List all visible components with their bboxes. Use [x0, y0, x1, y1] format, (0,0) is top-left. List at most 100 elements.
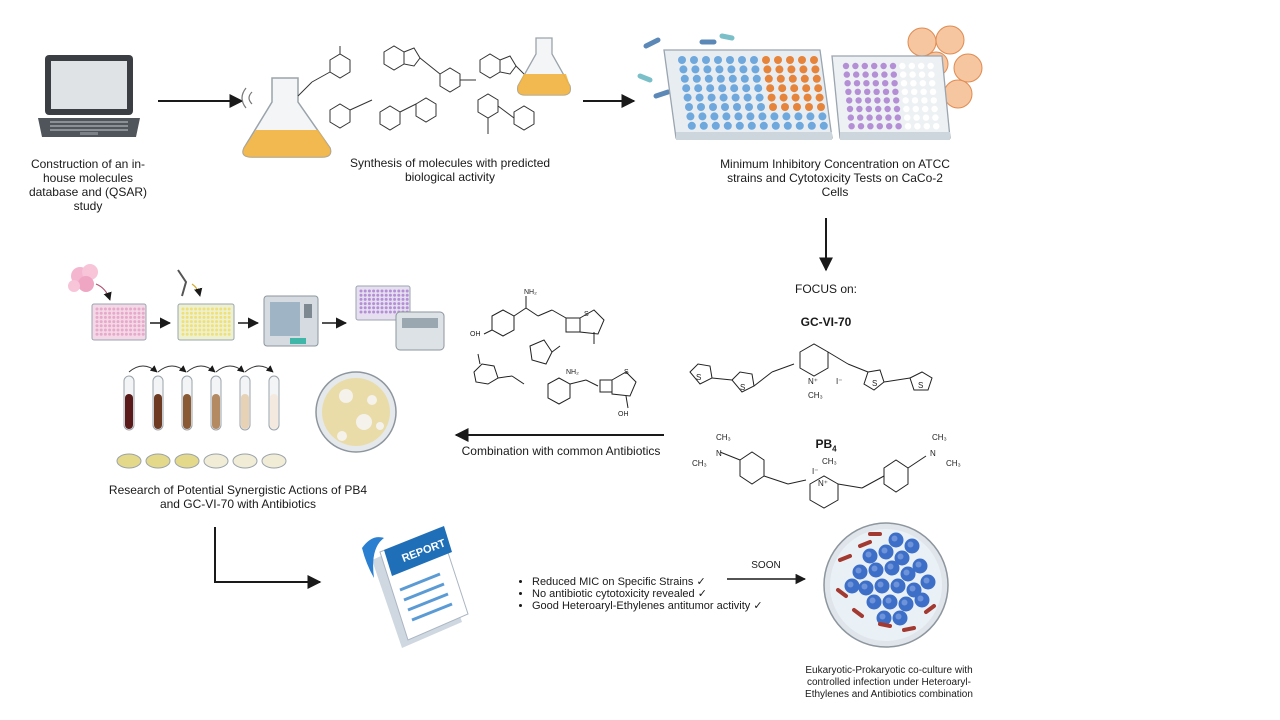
plate-well [137, 324, 141, 328]
plate-well [678, 56, 686, 64]
chem-n-plus-label: N⁺ [808, 377, 818, 386]
plate-well [359, 297, 363, 301]
plate-well [198, 324, 202, 328]
plate-well [202, 328, 206, 332]
chem-ch3-label: CH₃ [822, 457, 837, 466]
plate-well [794, 112, 803, 121]
plate-well [758, 112, 767, 121]
step-mic-label: Minimum Inhibitory Concentration on ATCC… [720, 157, 950, 199]
plate-well [793, 103, 801, 111]
plate-well [198, 315, 202, 319]
plate-well [116, 315, 120, 319]
plate-well [397, 289, 401, 293]
pb4-structure [719, 451, 927, 509]
plate-well [791, 93, 800, 102]
plate-well [755, 93, 764, 102]
plate-well [384, 310, 388, 314]
plate-well [384, 302, 388, 306]
plate-well [181, 324, 185, 328]
cell-nucleus [895, 613, 902, 620]
plate-well [683, 93, 692, 102]
plate-well [223, 332, 227, 336]
plate-well [206, 311, 210, 315]
plate-well [376, 306, 380, 310]
plate-well [695, 93, 704, 102]
incubator-icon [263, 295, 319, 347]
plate-well [133, 328, 137, 332]
plate-well [108, 324, 112, 328]
report-icon: REPORT [362, 526, 469, 648]
plate-well [367, 310, 371, 314]
plate-well [903, 105, 910, 113]
plate-well [194, 324, 198, 328]
plate-well [863, 80, 870, 87]
plate-well [811, 65, 820, 74]
well-plate-yellow-icon [177, 303, 235, 341]
plate-well [810, 56, 818, 64]
plate-well [783, 121, 792, 130]
plate-well [367, 302, 371, 306]
plate-well [393, 302, 397, 306]
plate-well [742, 84, 751, 93]
plate-well [775, 65, 784, 74]
plate-well [393, 306, 397, 310]
plate-well [752, 74, 761, 83]
plate-well [807, 121, 816, 130]
plate-well [219, 332, 223, 336]
plate-well [112, 311, 116, 315]
plate-well [393, 293, 397, 297]
plate-well [227, 332, 231, 336]
plate-well [864, 88, 871, 96]
plate-well [704, 74, 713, 83]
plate-well [866, 114, 873, 121]
plate-well [759, 121, 768, 130]
plate-well [799, 65, 808, 74]
plate-well [359, 293, 363, 297]
plate-well [108, 311, 112, 315]
antibiotic-labels: NH₂ OH NH₂ OH S S [470, 289, 629, 418]
plate-well [739, 65, 748, 74]
plate-well [227, 311, 231, 315]
tube-liquid [241, 394, 249, 429]
plate-well [185, 311, 189, 315]
plate-well [388, 297, 392, 301]
tissue-sample-icon [68, 264, 112, 301]
plate-well [112, 324, 116, 328]
plate-well [227, 320, 231, 324]
plate-well [806, 112, 815, 121]
plate-well [202, 320, 206, 324]
plate-well [120, 320, 124, 324]
cell-nucleus [881, 547, 888, 554]
cell-nucleus [903, 569, 910, 576]
plate-well [862, 71, 869, 78]
plate-well [698, 112, 707, 121]
plate-well [181, 311, 185, 315]
plate-well [795, 121, 804, 130]
plate-well [99, 328, 103, 332]
dilution-arrow [157, 365, 187, 373]
plate-well [380, 297, 384, 301]
plate-well [363, 289, 367, 293]
plate-well [891, 80, 898, 87]
plate-well [904, 114, 911, 121]
plate-well [194, 307, 198, 311]
cell-nucleus [915, 561, 922, 568]
plate-well [210, 332, 214, 336]
antibiotic-structures [473, 296, 637, 409]
plate-well [883, 97, 890, 104]
cell-nucleus [891, 535, 898, 542]
plate-well [141, 328, 145, 332]
plate-well [185, 324, 189, 328]
plate-well [95, 332, 99, 336]
plate-well [372, 302, 376, 306]
plate-well [800, 74, 809, 83]
plate-well [137, 315, 141, 319]
plate-well [227, 315, 231, 319]
plate-well [112, 315, 116, 319]
plate-well [108, 307, 112, 311]
plate-well [874, 97, 881, 104]
plate-well [376, 289, 380, 293]
plate-well [116, 307, 120, 311]
plate-well [853, 80, 861, 87]
plate-well [116, 311, 120, 315]
